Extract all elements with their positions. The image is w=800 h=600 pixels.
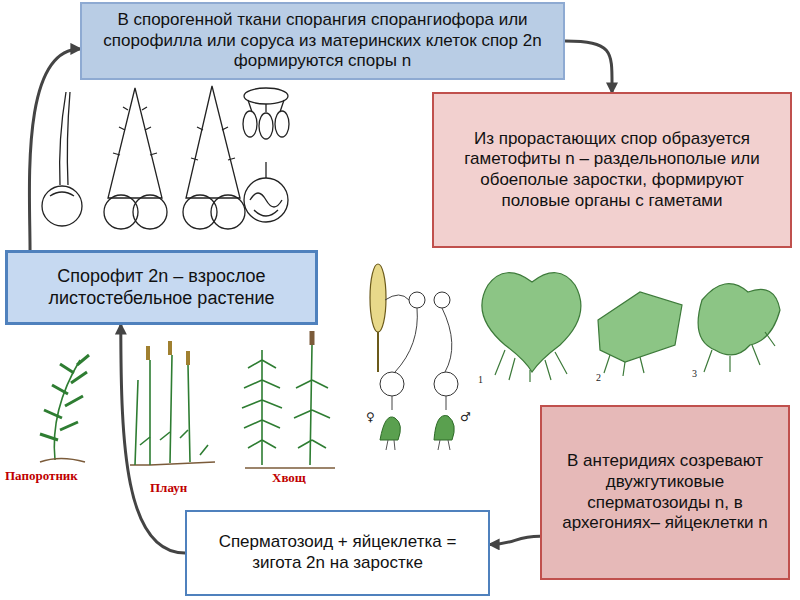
zygote-box: Сперматозоид + яйцеклетка = зигота 2n на… [185, 510, 490, 596]
cycle-arrow [29, 49, 80, 250]
box-text: Спорофит 2n – взрослое листостебельное р… [18, 266, 305, 310]
plant-name: Плаун [150, 480, 187, 496]
horsetail-cycle-drawing [370, 264, 458, 450]
box-text: Сперматозоид + яйцеклетка = зигота 2n на… [197, 532, 478, 573]
cycle-arrow [490, 536, 540, 544]
cycle-arrow [121, 325, 185, 553]
box-text: В антеридиях созревают двужгутиковые спе… [552, 451, 778, 534]
plant-name: Папоротник [5, 468, 78, 484]
gamete-step-box: В антеридиях созревают двужгутиковые спе… [540, 405, 790, 580]
plant-drawings [40, 331, 335, 468]
box-text: В спорогенной ткани спорангия спорангиоф… [92, 10, 553, 72]
cycle-arrow [565, 41, 612, 92]
callout-number: 1 [478, 374, 483, 385]
box-text: Из прорастающих спор образуется гаметофи… [444, 129, 780, 212]
sex-symbol: ♂ [460, 410, 471, 424]
callout-number: 3 [692, 368, 697, 379]
sporangia-drawings [42, 86, 289, 229]
callout-number: 2 [596, 372, 601, 383]
sex-symbol: ♀ [366, 410, 375, 424]
gametophyte-step-box: Из прорастающих спор образуется гаметофи… [432, 92, 792, 248]
sporophyte-box: Спорофит 2n – взрослое листостебельное р… [5, 250, 318, 325]
spore-step-box: В спорогенной ткани спорангия спорангиоф… [80, 2, 565, 80]
prothallus-drawings [482, 273, 780, 382]
plant-name: Хвощ [272, 470, 306, 486]
